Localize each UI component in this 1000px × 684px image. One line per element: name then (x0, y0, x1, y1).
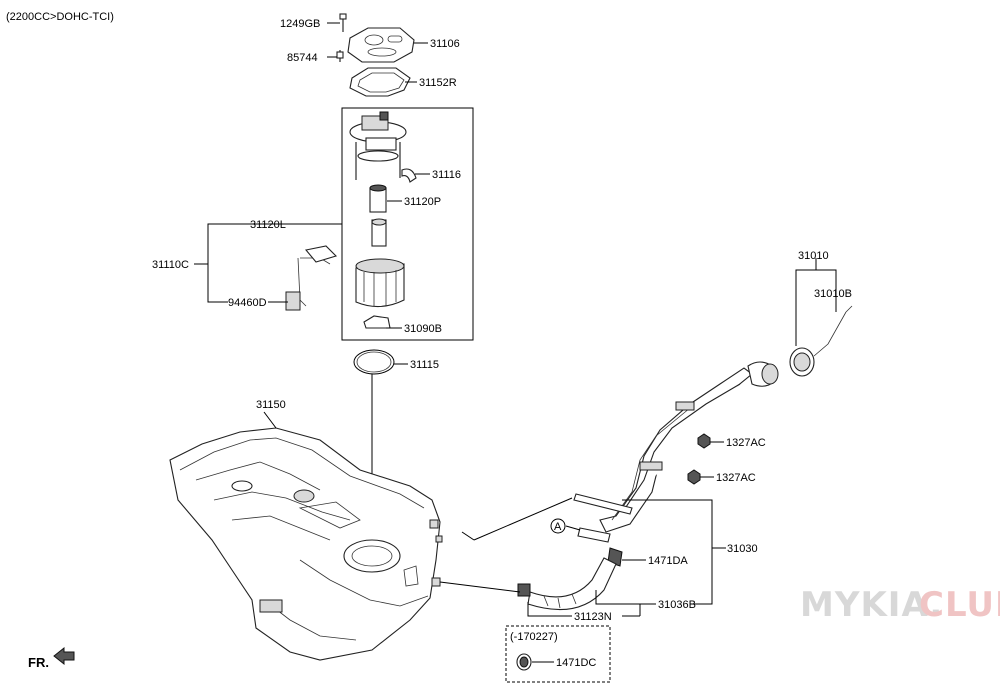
label-94460d: 94460D (228, 297, 267, 309)
leaders-pump (194, 173, 430, 329)
label-31152r: 31152R (419, 77, 457, 89)
inset-label: (-170227) (510, 631, 558, 643)
label-31036b: 31036B (658, 599, 696, 611)
leaders-cap (795, 258, 837, 346)
inset-box (505, 625, 611, 683)
sender-94460d (285, 245, 338, 311)
label-31010: 31010 (798, 250, 829, 262)
leaders-hose (527, 590, 656, 617)
filler-hose-31036b (439, 557, 617, 611)
filler-neck-31030 (599, 361, 779, 533)
leaders-31030 (461, 497, 726, 605)
label-31110c: 31110C (152, 259, 189, 271)
nut-1327ac-lower (687, 469, 714, 485)
label-31090b: 31090B (404, 323, 442, 335)
bolt-1249gb (339, 13, 347, 32)
label-1471da: 1471DA (648, 555, 688, 567)
fuel-cap-31010 (789, 305, 853, 377)
front-label: FR. (28, 655, 49, 670)
reservoir-cup (355, 258, 405, 308)
label-31115: 31115 (410, 359, 439, 371)
label-31106: 31106 (430, 38, 460, 50)
vent-line (573, 493, 633, 543)
label-85744: 85744 (287, 52, 318, 64)
bracket-31090b (363, 315, 391, 329)
cover-plate-31106 (347, 27, 415, 63)
front-arrow-icon (53, 646, 75, 666)
label-31120p: 31120P (404, 196, 441, 208)
fuel-tank-31150 (169, 427, 443, 661)
label-31150: 31150 (256, 399, 286, 411)
pump-motor (371, 218, 387, 247)
label-31120l: 31120L (250, 219, 286, 231)
watermark: MYKIA. CLUB (800, 585, 1000, 625)
label-31123n: 31123N (574, 611, 612, 623)
gasket-31152r (349, 67, 411, 97)
leader-31150 (263, 411, 277, 429)
leaders-top (327, 22, 428, 83)
label-1471dc: 1471DC (556, 657, 596, 669)
label-1249gb: 1249GB (280, 18, 320, 30)
nut-1327ac-upper (697, 433, 724, 449)
filter-31120p (369, 184, 387, 213)
label-1327ac-upper: 1327AC (726, 437, 766, 449)
hose-31116 (401, 168, 417, 183)
engine-variant-label: (2200CC>DOHC-TCI) (6, 11, 114, 23)
pump-flange (349, 111, 407, 180)
label-1327ac-lower: 1327AC (716, 472, 756, 484)
pump-module-box (341, 107, 474, 341)
front-orientation: FR. (28, 646, 75, 670)
label-31010b: 31010B (814, 288, 852, 300)
watermark-mykia: MYKIA. (800, 585, 943, 625)
callout-a: A (550, 518, 581, 534)
clip-85744 (336, 50, 344, 62)
label-31116: 31116 (432, 169, 461, 181)
callout-a-letter: A (554, 521, 562, 533)
watermark-club: CLUB (919, 585, 1000, 625)
label-31030: 31030 (727, 543, 758, 555)
